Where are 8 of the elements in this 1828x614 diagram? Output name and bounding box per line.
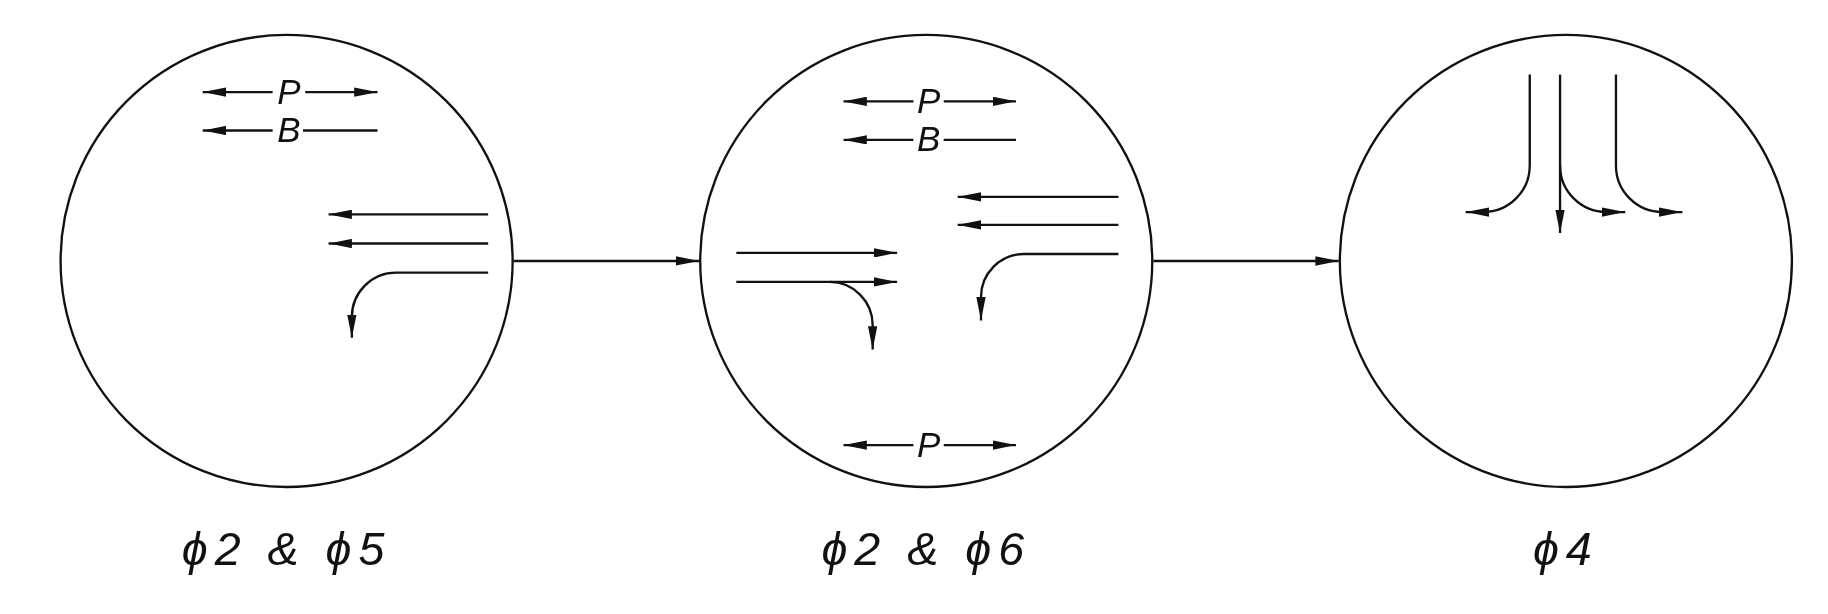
arrow — [513, 256, 700, 266]
arrow — [1153, 256, 1339, 266]
phase-label: ϕ2 & ϕ6 — [821, 523, 1032, 575]
phase-circle — [1338, 33, 1794, 489]
phase-label: ϕ2 & ϕ5 — [181, 523, 392, 575]
phase-circle — [699, 33, 1154, 489]
phase-circle — [59, 33, 514, 489]
phase-label: ϕ4 — [1532, 523, 1599, 575]
